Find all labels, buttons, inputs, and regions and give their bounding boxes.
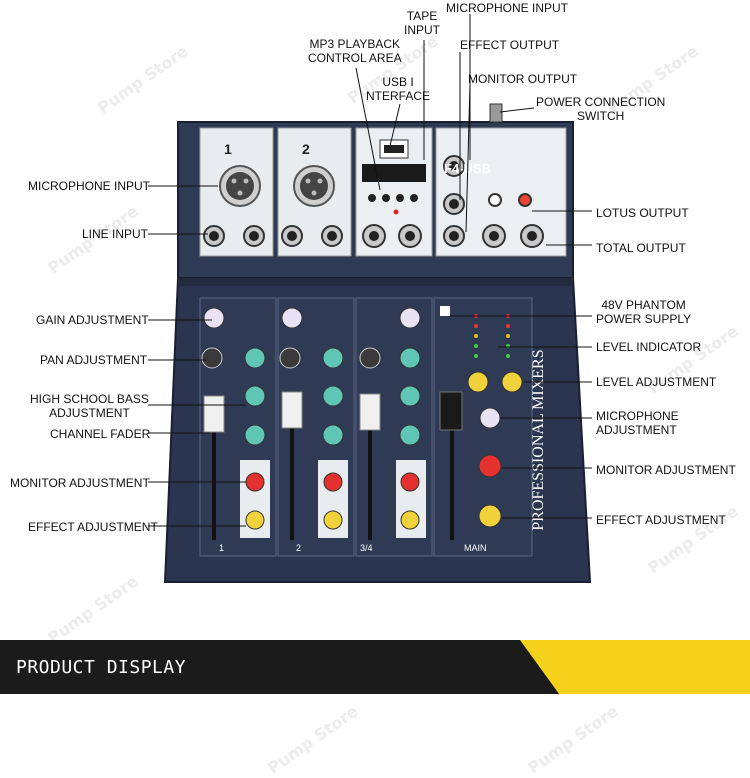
label-monitor-output: MONITOR OUTPUT (468, 72, 578, 86)
label-microphone-input-top: MICROPHONE INPUT (446, 1, 569, 15)
input-panel-2 (277, 127, 352, 257)
label-power-switch: POWER CONNECTION SWITCH (536, 95, 666, 123)
label-line-input: LINE INPUT (82, 227, 149, 241)
mixer-diagram: PROFESSIONAL MIXERS 1 2 F4-USB 1 2 3/4 M… (148, 14, 592, 583)
label-usb-interface: USB I NTERFACE (366, 75, 431, 103)
output-panel (435, 127, 567, 257)
input-panel-1 (199, 127, 274, 257)
label-lotus-output: LOTUS OUTPUT (596, 206, 689, 220)
label-microphone-input: MICROPHONE INPUT (28, 179, 151, 193)
mp3-panel (355, 127, 433, 257)
strip-label: 3/4 (360, 543, 373, 553)
label-microphone-adjustment: MICROPHONE ADJUSTMENT (596, 409, 679, 437)
label-high-school-bass: HIGH SCHOOL BASS ADJUSTMENT (30, 392, 149, 420)
strip-label: 2 (296, 543, 301, 553)
label-monitor-adjustment-left: MONITOR ADJUSTMENT (10, 476, 150, 490)
label-tape-input: TAPE INPUT (404, 9, 440, 37)
strip-label: MAIN (464, 543, 487, 553)
strip-label: 1 (219, 543, 224, 553)
label-monitor-adjustment-right: MONITOR ADJUSTMENT (596, 463, 736, 477)
label-effect-adjustment-left: EFFECT ADJUSTMENT (28, 520, 158, 534)
label-mp3-playback-area: MP3 PLAYBACK CONTROL AREA (308, 37, 402, 65)
label-channel-fader: CHANNEL FADER (50, 427, 151, 441)
channel-number: 1 (224, 141, 232, 157)
power-switch (489, 103, 503, 123)
product-display-banner: PRODUCT DISPLAY (0, 640, 750, 694)
label-level-indicator: LEVEL INDICATOR (596, 340, 702, 354)
label-effect-output: EFFECT OUTPUT (460, 38, 560, 52)
label-phantom-power: 48V PHANTOM POWER SUPPLY (596, 298, 692, 326)
label-effect-adjustment-right: EFFECT ADJUSTMENT (596, 513, 726, 527)
banner-accent-stripe (520, 640, 750, 694)
watermark: Pump Store (264, 701, 362, 778)
channel-number: 2 (302, 141, 310, 157)
label-gain-adjustment: GAIN ADJUSTMENT (36, 313, 149, 327)
label-level-adjustment: LEVEL ADJUSTMENT (596, 375, 717, 389)
watermark: Pump Store (524, 701, 622, 778)
leader-lines (148, 14, 592, 527)
label-total-output: TOTAL OUTPUT (596, 241, 686, 255)
label-pan-adjustment: PAN ADJUSTMENT (40, 353, 148, 367)
banner-title: PRODUCT DISPLAY (16, 657, 187, 678)
panel-title: PROFESSIONAL MIXERS (530, 349, 547, 530)
